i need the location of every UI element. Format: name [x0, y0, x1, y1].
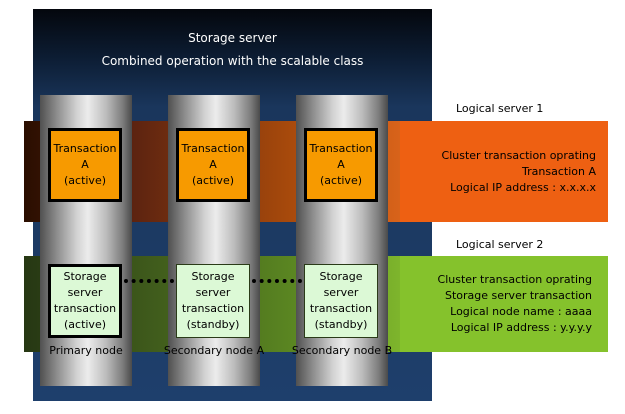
storage-server-subtitle: Combined operation with the scalable cla… — [101, 54, 364, 68]
logical-server-2-info-line: Cluster transaction oprating — [437, 273, 592, 286]
secondary-node-a-label: Secondary node A — [163, 344, 265, 357]
logical-server-2-info-line: Logical node name : aaaa — [450, 305, 592, 318]
logical-server-2-info-panel — [400, 256, 608, 352]
logical-server-1-info-line: Cluster transaction oprating — [441, 148, 596, 162]
logical-server-2-label: Logical server 2 — [456, 238, 544, 251]
transaction-box-secondary-b: Transaction A (active) — [304, 128, 378, 202]
transaction-box-secondary-a: Transaction A (active) — [176, 128, 250, 202]
storage-connector-dotted — [252, 279, 302, 283]
secondary-node-b-label: Secondary node B — [291, 344, 393, 357]
logical-server-2-info-line: Storage server transaction — [445, 289, 592, 302]
logical-server-1-info-line: Logical IP address : x.x.x.x — [450, 180, 596, 194]
logical-server-2-info: Cluster transaction oprating Storage ser… — [404, 256, 592, 352]
logical-server-1-label: Logical server 1 — [456, 102, 544, 115]
storage-connector-dotted — [124, 279, 174, 283]
logical-server-1-info-panel — [400, 121, 608, 222]
transaction-box-primary: Transaction A (active) — [48, 128, 122, 202]
storage-box-secondary-a: Storage server transaction (standby) — [176, 264, 250, 338]
logical-server-1-info: Cluster transaction oprating Transaction… — [404, 121, 596, 222]
storage-box-secondary-b: Storage server transaction (standby) — [304, 264, 378, 338]
storage-server-title: Storage server — [188, 31, 277, 45]
storage-box-primary: Storage server transaction (active) — [48, 264, 122, 338]
primary-node-label: Primary node — [49, 344, 123, 357]
logical-server-2-info-line: Logical IP address : y.y.y.y — [450, 321, 592, 334]
logical-server-1-info-line: Transaction A — [522, 164, 596, 178]
